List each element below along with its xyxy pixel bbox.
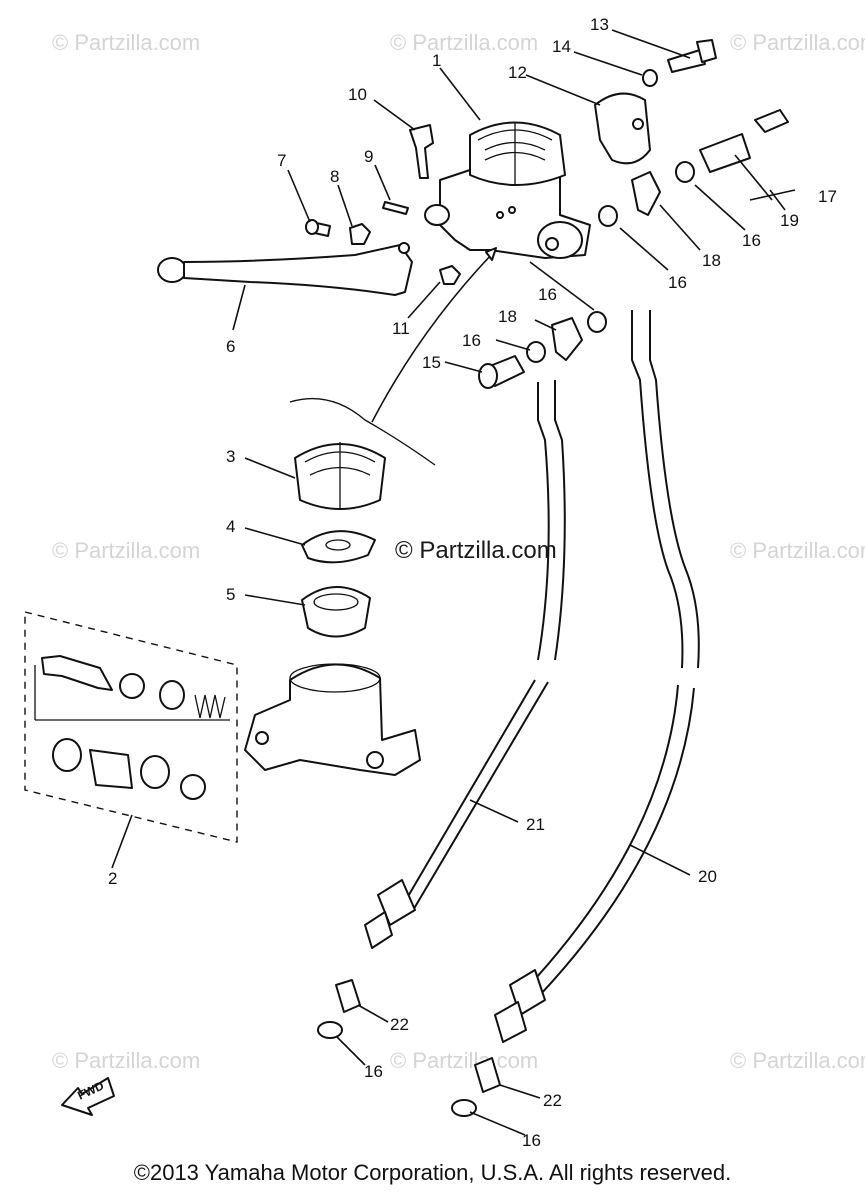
part-label-13: 13: [590, 15, 609, 34]
part-label-19: 19: [780, 211, 799, 230]
watermarks: © Partzilla.com © Partzilla.com © Partzi…: [52, 30, 865, 1073]
part-label-10: 10: [348, 85, 367, 104]
part-label-22: 22: [390, 1015, 409, 1034]
watermark: © Partzilla.com: [52, 1048, 200, 1073]
part-label-20: 20: [698, 867, 717, 886]
part-label-6: 6: [226, 337, 235, 356]
part-label-18: 18: [702, 251, 721, 270]
part-label-16: 16: [522, 1131, 541, 1150]
watermark: © Partzilla.com: [730, 1048, 865, 1073]
lower-body: [244, 663, 421, 776]
part-label-21: 21: [526, 815, 545, 834]
part-label-2: 2: [108, 869, 117, 888]
watermark: © Partzilla.com: [52, 30, 200, 55]
fwd-arrow: FWD: [61, 1077, 115, 1116]
part-label-3: 3: [226, 447, 235, 466]
part-label-1: 1: [432, 51, 441, 70]
part-label-16: 16: [462, 331, 481, 350]
upper-fasteners: [305, 39, 789, 389]
center-watermark: © Partzilla.com: [395, 537, 557, 564]
group-bracket: [289, 397, 436, 466]
part-label-16: 16: [364, 1062, 383, 1081]
part-label-16: 16: [668, 273, 687, 292]
part-label-18: 18: [498, 307, 517, 326]
brake-lever: [157, 242, 413, 296]
part-label-16: 16: [538, 285, 557, 304]
part-label-17: 17: [818, 187, 837, 206]
copyright-notice: ©2013 Yamaha Motor Corporation, U.S.A. A…: [133, 1160, 732, 1185]
part-label-8: 8: [330, 167, 339, 186]
part-label-9: 9: [364, 147, 373, 166]
part-label-11: 11: [392, 319, 410, 338]
part-label-14: 14: [552, 37, 571, 56]
watermark: © Partzilla.com: [52, 538, 200, 563]
group-arrow-head: [485, 247, 497, 261]
part-label-7: 7: [277, 151, 286, 170]
brake-hoses: [364, 310, 700, 1043]
watermark: © Partzilla.com: [390, 1048, 538, 1073]
part-label-15: 15: [422, 353, 441, 372]
part-label-12: 12: [508, 63, 527, 82]
part-label-22: 22: [543, 1091, 562, 1110]
master-cylinder-assembly: [424, 121, 591, 259]
part-labels: 1 2 3 4 5 6 7 8 9 10 11 12 13 14 15 16 1…: [108, 15, 837, 1150]
cap-assembly: [294, 442, 386, 638]
group-arrow: [371, 253, 493, 423]
part-label-4: 4: [226, 517, 235, 536]
part-label-5: 5: [226, 585, 235, 604]
watermark: © Partzilla.com: [730, 30, 865, 55]
piston-kit: [24, 611, 238, 843]
watermark: © Partzilla.com: [390, 30, 538, 55]
watermark: © Partzilla.com: [730, 538, 865, 563]
part-label-16: 16: [742, 231, 761, 250]
leader-lines: [111, 29, 796, 1136]
